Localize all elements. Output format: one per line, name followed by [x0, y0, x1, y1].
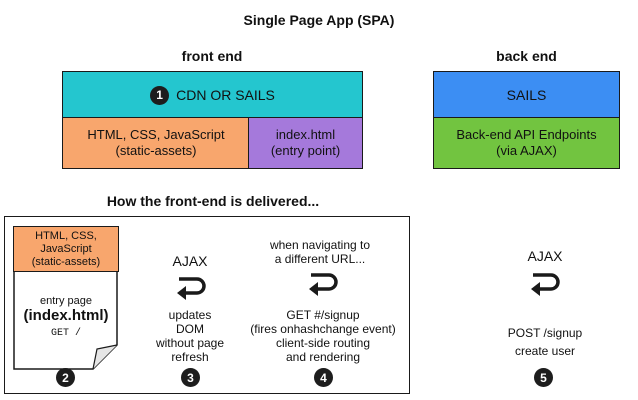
step-number-4: 4	[314, 368, 333, 387]
index-filename: (index.html)	[23, 307, 109, 324]
step4-line: client-side routing	[275, 336, 371, 350]
step-number-5: 5	[534, 368, 553, 387]
sails-label: SAILS	[506, 87, 547, 103]
delivery-heading: How the front-end is delivered...	[106, 193, 320, 209]
return-arrow-icon	[531, 273, 560, 296]
static-assets-box: HTML, CSS, JavaScript (static-assets)	[62, 117, 250, 169]
step4-line: and rendering	[285, 350, 361, 364]
sails-box: SAILS	[433, 71, 620, 119]
step4-line: GET #/signup	[286, 308, 360, 322]
entry-page-label: entry page	[40, 295, 92, 307]
step3-line: DOM	[176, 322, 204, 336]
page-card-assets-line: (static-assets)	[31, 255, 101, 268]
step-number-3: 3	[181, 368, 200, 387]
step4-line: (fires onhashchange event)	[250, 322, 396, 336]
step3-line: refresh	[171, 350, 209, 364]
page-card-assets-line: JavaScript	[40, 242, 92, 255]
entry-point-box: index.html (entry point)	[248, 117, 363, 169]
step5-description: POST /signup create user	[485, 324, 605, 360]
back-end-heading: back end	[496, 48, 557, 64]
step-number-2: 2	[56, 368, 75, 387]
step4-top-line: a different URL...	[274, 252, 366, 266]
api-line: (via AJAX)	[496, 143, 557, 158]
front-end-heading: front end	[181, 48, 243, 64]
return-arrow-icon	[177, 277, 206, 300]
cdn-or-sails-box: 1 CDN OR SAILS	[62, 71, 363, 119]
cdn-label: CDN OR SAILS	[176, 87, 275, 103]
api-line: Back-end API Endpoints	[456, 127, 597, 142]
step5-line: POST /signup	[507, 326, 583, 340]
step3-ajax-label: AJAX	[172, 253, 208, 269]
static-assets-line: (static-assets)	[115, 143, 197, 158]
delivery-container	[4, 216, 410, 394]
step3-line: without page	[155, 336, 225, 350]
page-card-assets-line: HTML, CSS,	[35, 229, 97, 242]
step3-description: updates DOM without page refresh	[140, 308, 240, 364]
step-number-1: 1	[150, 85, 170, 105]
return-arrow-icon	[309, 273, 338, 296]
diagram-title: Single Page App (SPA)	[243, 12, 395, 28]
entry-point-line: (entry point)	[270, 143, 341, 158]
step4-navigation-note: when navigating to a different URL...	[245, 238, 395, 266]
step5-ajax-label: AJAX	[527, 248, 563, 264]
step4-top-line: when navigating to	[269, 238, 371, 252]
static-assets-line: HTML, CSS, JavaScript	[87, 127, 225, 142]
page-card-assets: HTML, CSS, JavaScript (static-assets)	[13, 226, 119, 272]
step5-line: create user	[514, 344, 576, 358]
step4-description: GET #/signup (fires onhashchange event) …	[238, 308, 408, 364]
step3-line: updates	[168, 308, 212, 322]
api-endpoints-box: Back-end API Endpoints (via AJAX)	[433, 117, 620, 169]
entry-point-line: index.html	[275, 127, 336, 142]
get-request: GET /	[50, 328, 81, 339]
